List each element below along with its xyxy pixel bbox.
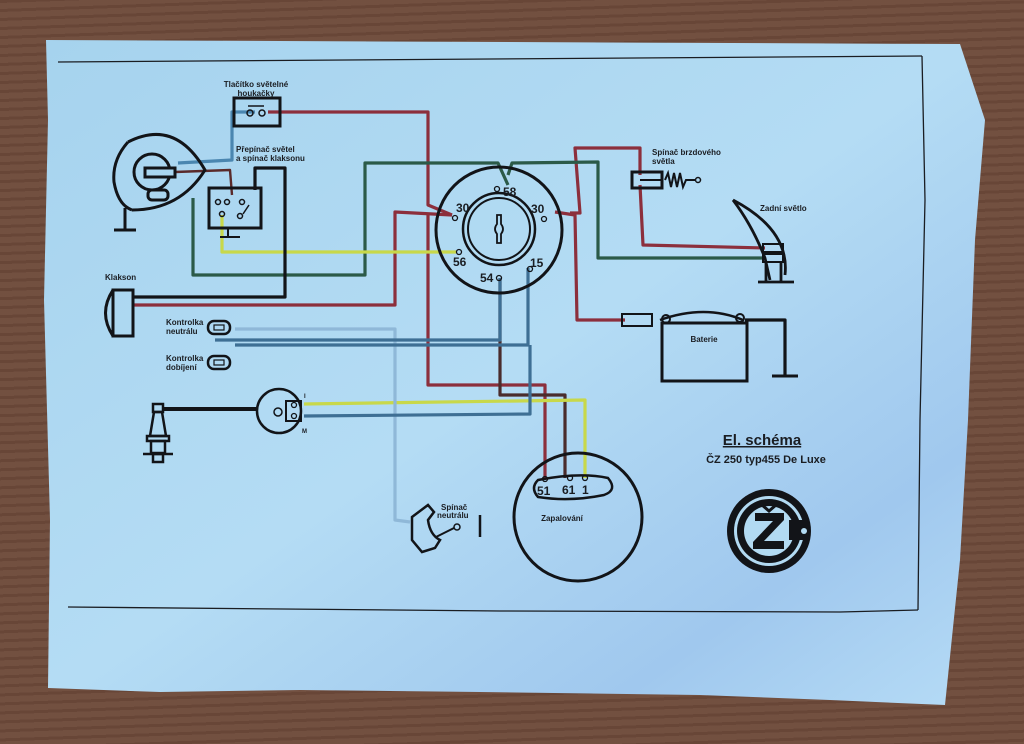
wire-red-ign-51 [426,215,547,478]
neutral-indicator: Kontrolka neutrálu [166,318,232,336]
charge-indicator-label-2: dobíjení [166,363,197,372]
ignition-unit-label: Zapalování [541,514,584,523]
light-switch-label-2: a spínač klaksonu [236,154,305,163]
ignition-terminal-30-right: 30 [531,202,545,216]
horn-label: Klakson [105,273,136,282]
headlight [112,133,207,232]
rear-light: Zadní světlo [731,198,807,284]
headlight-flasher-button: Tlačítko světelné houkačky [224,80,289,128]
wire-red-battery [554,210,625,322]
light-switch: Přepínač světel a spínač klaksonu [207,145,305,238]
ignition-terminal-54: 54 [480,271,494,285]
border-bottom [67,606,919,613]
ignition-unit-terminal-51: 51 [537,484,551,498]
ignition-unit-terminal-61: 61 [562,483,576,497]
horn: Klakson [104,273,136,338]
diagram-subtitle: ČZ 250 typ455 De Luxe [706,453,826,466]
wires [134,110,787,524]
wire-blue-points [303,345,532,418]
points-terminal-bottom: M [302,429,307,435]
neutral-indicator-label-1: Kontrolka [166,318,204,327]
diagram-title: El. schéma [723,432,802,449]
paper-sheet [44,40,985,705]
wire-blue-54b [215,278,502,342]
wire-red-brake-rear [638,184,766,250]
flasher-button-label-1: Tlačítko světelné [224,80,289,89]
ignition-terminal-56: 56 [453,255,467,269]
border-top [57,55,923,63]
wire-blue-15 [235,268,530,347]
wire-blue-54 [235,327,411,524]
neutral-switch-label-2: neutrálu [437,511,469,520]
neutral-switch-label-1: Spínač [441,503,468,512]
neutral-switch: Spínač neutrálu [410,503,482,554]
ignition-terminal-15: 15 [530,256,544,270]
ignition-terminal-58: 58 [503,185,517,199]
ignition-terminal-30-left: 30 [456,201,470,215]
battery: Baterie [621,310,798,383]
wire-black-horn [134,166,287,299]
ignition-unit-terminal-1: 1 [582,483,589,497]
spark-plug [143,402,258,464]
border-right [917,55,926,611]
cz-logo [727,489,811,573]
wire-black-battery [745,318,787,375]
ignition-unit: 51 61 1 Zapalování [512,451,644,583]
brake-switch-label-1: Spínač brzdového [652,148,721,157]
charge-indicator: Kontrolka dobíjení [166,354,232,372]
brake-light-switch: Spínač brzdového světla [630,148,721,191]
ignition-switch: 58 30 30 56 54 15 [434,165,564,295]
wire-blue-headlight [177,110,255,165]
brake-switch-label-2: světla [652,157,675,166]
light-switch-label-1: Přepínač světel [236,145,295,154]
breaker-points: I M [255,387,307,435]
wire-red-brake [570,146,642,215]
wire-red-horn [134,210,453,307]
neutral-indicator-label-2: neutrálu [166,327,198,336]
battery-label: Baterie [690,335,718,344]
points-terminal-top: I [304,394,306,400]
flasher-button-label-2: houkačky [238,89,275,98]
charge-indicator-label-1: Kontrolka [166,354,204,363]
rear-light-label: Zadní světlo [760,204,807,213]
